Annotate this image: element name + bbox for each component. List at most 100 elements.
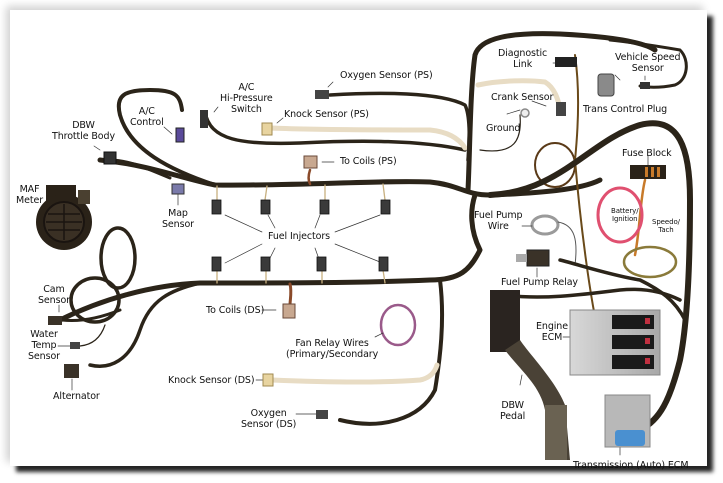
label-line: Map [168,208,188,219]
harness-ground-wire [479,114,521,152]
label-battery-ignition: Battery/ Ignition [611,207,639,223]
label-line: Cam [43,284,65,295]
label-line: A/C [138,106,155,117]
harness-dbw-loop [116,88,217,187]
label-cam-sensor: Cam Sensor [38,284,70,306]
label-fuel-pump-wire: Fuel Pump Wire [474,210,523,232]
fuse-slots [645,167,660,177]
fuel-injector-connectors-ps [211,199,391,215]
injector-pigtails-ps [216,183,386,201]
label-line: DBW [72,120,95,131]
harness-cam-loop [69,276,121,324]
label-line: Meter [16,195,44,206]
harness-water-temp-lead [79,324,106,347]
harness-lower-descender [338,278,445,426]
oxygen-ps-connector [315,90,329,99]
label-line: Throttle Body [52,131,115,142]
label-line: Sensor [28,351,60,362]
fuel-pump-relay-tab [516,254,527,262]
to-coils-ps-connector [303,155,318,169]
label-oxygen-sensor-ds: Oxygen Sensor (DS) [241,408,296,430]
label-transmission-ecm: Transmission (Auto) ECM [573,460,689,471]
harness-lower-trunk [57,192,483,323]
label-line: MAF [19,184,40,195]
harness-left-branch [88,281,202,368]
cam-sensor-connector [48,316,62,325]
label-map-sensor: Map Sensor [162,208,194,230]
harness-diag-lead [574,54,601,341]
label-speedo-tach: Speedo/ Tach [652,218,680,234]
maf-meter [36,185,92,250]
label-knock-sensor-ps: Knock Sensor (PS) [284,109,369,120]
label-vehicle-speed-sensor: Vehicle Speed Sensor [615,52,681,74]
label-line: Speedo/ [652,218,680,226]
label-line: Sensor [631,63,664,74]
fuel-pump-wire-coil [530,214,560,236]
harness-pedal-branch [503,287,682,302]
to-coils-ds-lead [288,282,293,307]
label-water-temp-sensor: Water Temp Sensor [28,329,60,362]
harness-o2-ps-branch [328,91,471,162]
label-line: Vehicle Speed [615,52,681,63]
harness-knock-ps-sleeve [267,125,468,151]
ground-eyelet [520,108,530,118]
label-fuel-injectors: Fuel Injectors [268,231,330,242]
harness-right-loop [487,120,693,433]
harness-ac-branch [203,110,467,152]
battery-ignition-coil [596,186,644,244]
label-line: (Primary/Secondary [286,349,379,360]
connectors [36,57,666,460]
label-to-coils-ps: To Coils (PS) [340,156,397,167]
label-oxygen-sensor-ps: Oxygen Sensor (PS) [340,70,433,81]
label-knock-sensor-ds: Knock Sensor (DS) [168,375,255,386]
label-line: DBW [501,400,524,411]
harness-crank-sleeve [475,78,563,111]
label-line: Fuel Pump [474,210,523,221]
crank-sensor-connector [556,102,566,116]
label-maf-meter: MAF Meter [16,184,43,206]
diagnostic-link-connector [555,57,577,67]
engine-ecm [569,309,661,376]
knock-ds-connector [262,373,274,387]
knock-ps-connector [261,122,273,136]
harness-cam-lead [60,308,122,322]
label-to-coils-ds: To Coils (DS) [206,305,265,316]
harness-upper-trunk [97,157,603,198]
label-line: Sensor (DS) [241,419,297,430]
map-sensor-connector [171,183,185,195]
label-line: Control [130,117,164,128]
fuel-injector-connectors-ds [211,256,389,272]
label-line: Sensor [38,295,70,306]
label-line: Switch [230,104,262,115]
transmission-ecm [604,394,651,448]
label-line: Oxygen [250,408,287,419]
label-line: Fan Relay Wires [295,338,369,349]
label-line: ECM [541,332,563,343]
alternator-connector [64,364,79,378]
label-diagnostic-link: Diagnostic Link [498,48,547,70]
label-ac-hi-pressure-switch: A/C Hi-Pressure Switch [220,82,273,115]
label-engine-ecm: Engine ECM [536,321,568,343]
fuel-pump-relay [526,249,550,267]
oxygen-ds-connector [316,410,328,419]
harness-relay-branch [558,258,687,322]
label-line: Tach [658,226,674,234]
label-crank-sensor: Crank Sensor [491,92,554,103]
fan-relay-coil [379,303,417,347]
trans-control-plug [597,73,615,97]
label-line: Wire [487,221,509,232]
label-line: Diagnostic [498,48,548,59]
harness-maf-loop [99,226,137,290]
injector-pigtails-ds [216,269,386,284]
harness-vss-branch [608,38,688,89]
label-fuel-pump-relay: Fuel Pump Relay [501,277,578,288]
label-ac-control: A/C Control [130,106,164,128]
to-coils-ps-lead [307,168,312,186]
label-line: Battery/ [611,207,639,215]
vss-connector [640,82,650,89]
label-line: Link [513,59,533,70]
label-ground: Ground [486,123,521,134]
label-fan-relay-wires: Fan Relay Wires (Primary/Secondary [286,338,378,360]
